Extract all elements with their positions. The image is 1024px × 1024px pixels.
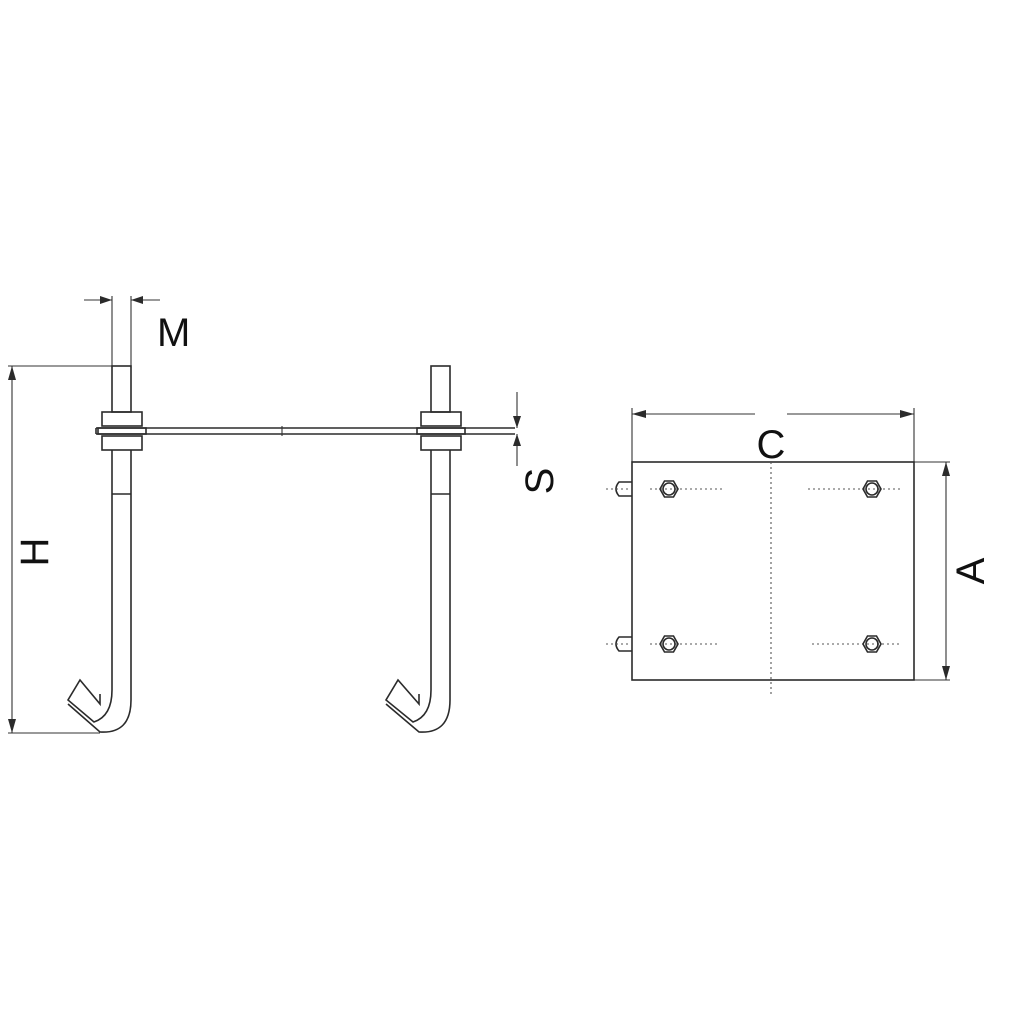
template-plate-top <box>631 461 915 681</box>
bolt-stub-bottom <box>606 636 632 652</box>
dimension-c: C <box>631 408 915 467</box>
side-view: M H S <box>8 296 562 734</box>
dimension-h: H <box>8 365 112 734</box>
dimension-a: A <box>914 461 993 681</box>
nut-top-left <box>650 480 724 498</box>
bolt-stub-top <box>606 481 632 497</box>
dimension-label-c: C <box>757 423 786 467</box>
nut-bottom-right <box>812 635 900 653</box>
dimension-label-m: M <box>157 311 190 355</box>
nut-top-right <box>808 480 900 498</box>
anchor-bolt-left <box>66 365 147 733</box>
top-view: C A <box>606 408 993 695</box>
nut-bottom-left <box>650 635 720 653</box>
dimension-label-a: A <box>949 557 993 584</box>
dimension-m: M <box>84 296 190 368</box>
dimension-label-s: S <box>518 468 562 495</box>
dimension-s: S <box>513 392 562 494</box>
anchor-bolt-right <box>384 365 466 733</box>
dimension-label-h: H <box>13 538 57 567</box>
